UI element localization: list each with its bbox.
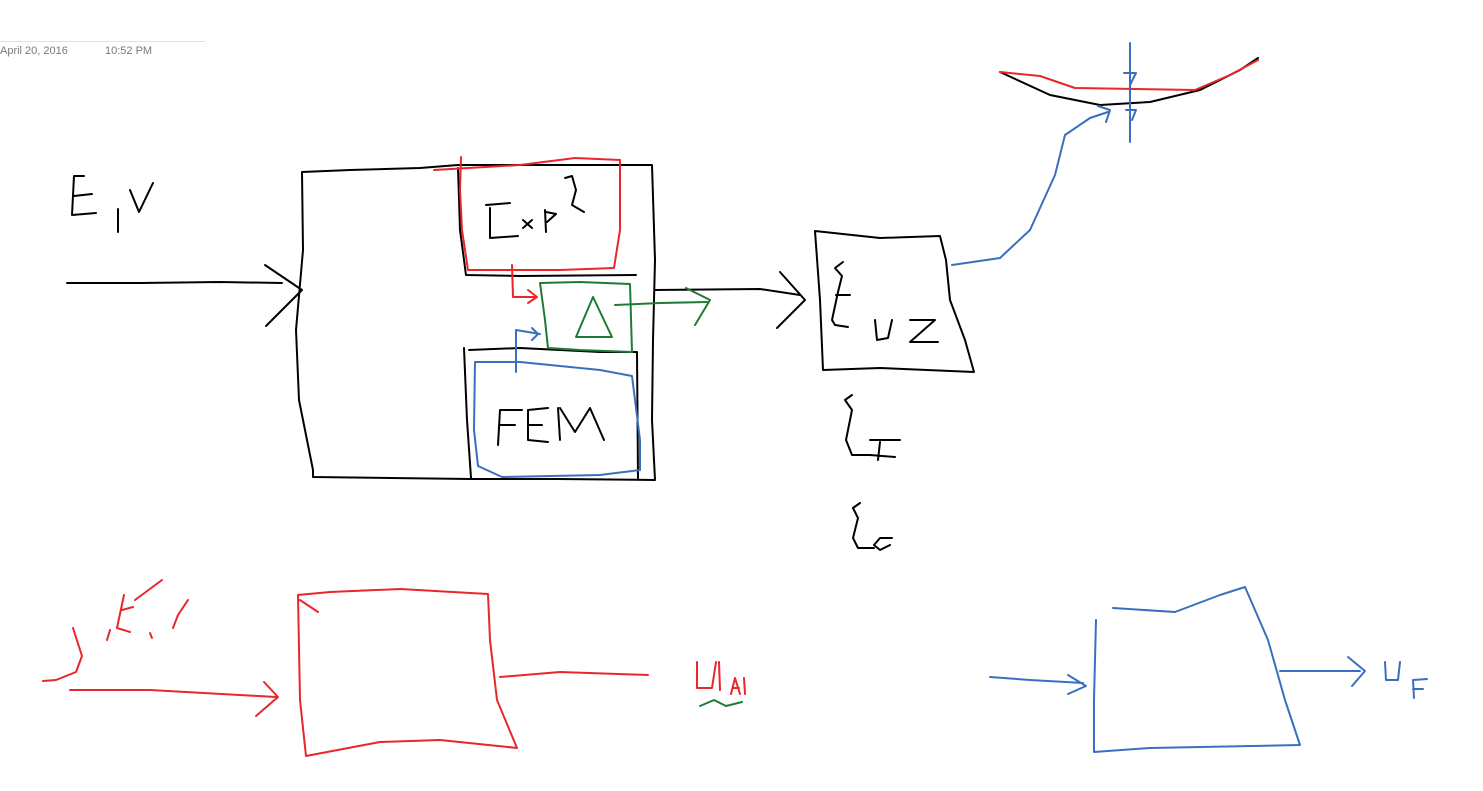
ink-euz-E <box>831 261 851 328</box>
ink-output-line <box>654 288 801 296</box>
ink-blue-input-line <box>989 676 1084 684</box>
ink-euz-z <box>909 319 939 343</box>
ink-expl-box <box>457 167 637 277</box>
ink-blue-block <box>1093 586 1301 753</box>
red-ink-strokes <box>42 59 1259 757</box>
black-ink-strokes <box>66 57 1259 551</box>
ink-E-f <box>844 394 901 461</box>
ink-fem-text <box>497 407 605 446</box>
ink-euz-block <box>814 230 975 373</box>
ink-red-lens <box>999 59 1259 91</box>
ink-input-arrowhead <box>264 264 303 327</box>
ink-fem-box <box>463 347 639 479</box>
ink-E-V-label <box>71 175 154 233</box>
ink-blue-input-arrowhead <box>1067 674 1087 695</box>
ink-green-tilde <box>699 699 743 707</box>
ink-input-line <box>66 281 283 284</box>
green-ink-strokes <box>539 281 743 707</box>
ink-blue-fem-box <box>473 361 641 478</box>
page-date: April 20, 2016 <box>0 45 68 57</box>
ink-red-input-arrowhead <box>255 681 279 717</box>
ink-red-arrow <box>511 264 538 304</box>
ink-red-input-line <box>69 689 277 698</box>
ink-output-arrowhead <box>776 271 806 329</box>
ink-blue-output-arrow <box>1279 656 1366 687</box>
ink-green-output-arrow <box>614 287 711 326</box>
ink-red-block <box>297 588 518 757</box>
ink-red-expl-box <box>433 156 621 271</box>
ink-red-UAI-label <box>696 661 746 695</box>
ink-red-input-label <box>42 579 189 682</box>
blue-ink-strokes <box>473 42 1428 753</box>
ink-E-sigma <box>852 502 893 551</box>
ink-euz-u <box>874 319 893 341</box>
title-underline <box>0 41 205 42</box>
ink-blue-arrow-up <box>515 327 541 373</box>
ink-blue-lens-arrow <box>951 105 1111 266</box>
ink-green-delta <box>575 296 613 338</box>
ink-blue-UF-label <box>1384 661 1428 699</box>
ink-red-output-line <box>499 671 649 678</box>
page-time: 10:52 PM <box>105 45 153 57</box>
ink-main-block <box>295 164 656 481</box>
ink-green-delta-box <box>539 281 633 353</box>
ink-blue-marker <box>1123 42 1137 143</box>
ink-expl-text <box>485 175 585 239</box>
